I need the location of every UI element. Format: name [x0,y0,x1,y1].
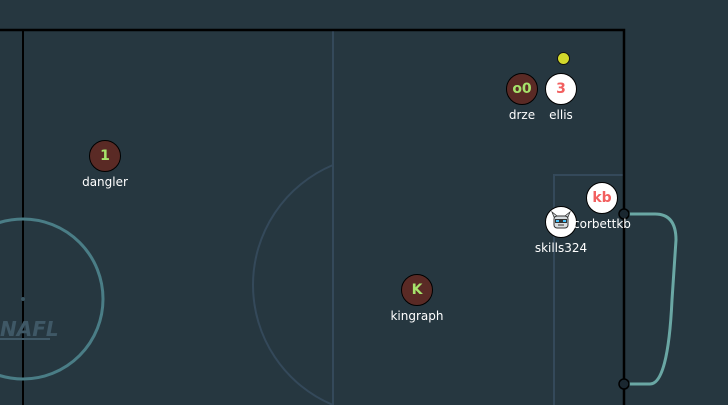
field-boundary [0,28,626,405]
center-circle-arc [252,164,334,405]
ball-icon [557,52,570,65]
kickoff-spot [21,297,25,301]
player-avatar: 1 [89,140,121,172]
field-logo: NAFL [0,317,59,341]
player-avatar: 3 [545,73,577,105]
player-avatar: kb [586,182,618,214]
goal-post-top [618,208,630,220]
penalty-box [553,174,623,405]
goal-net [624,212,678,386]
goal-post-bottom [618,378,630,390]
robot-face-icon [545,206,577,238]
kickoff-circle [0,217,105,381]
player-name: kingraph [390,309,444,323]
player-name: ellis [549,108,573,122]
player-name: corbettkb [573,217,631,231]
player-name: skills324 [534,241,588,255]
player-avatar: K [401,274,433,306]
player-avatar: o0 [506,73,538,105]
player-name: dangler [82,175,128,189]
player-name: drze [508,108,536,122]
